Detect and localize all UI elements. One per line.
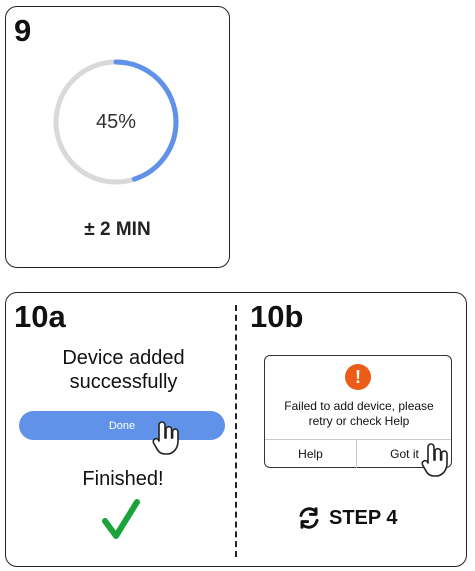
step-10a-label: 10a (14, 299, 66, 334)
progress-indicator: 45% (51, 57, 181, 187)
done-button[interactable]: Done (19, 411, 225, 440)
dialog-divider (265, 439, 451, 440)
step-9-label: 9 (14, 13, 32, 48)
check-icon (102, 499, 140, 539)
step-10-panel: 10a 10b Device added successfully Done F… (5, 292, 467, 567)
success-message: Device added successfully (22, 347, 225, 394)
step-10b-label: 10b (250, 299, 304, 334)
got-it-button[interactable]: Got it (390, 446, 419, 461)
refresh-icon (299, 507, 319, 529)
progress-percent: 45% (95, 110, 137, 133)
error-message: Failed to add device, please retry or ch… (284, 399, 434, 428)
step-4-label: STEP 4 (329, 507, 398, 529)
progress-arc (53, 59, 179, 185)
dialog-button-divider (356, 439, 357, 468)
success-message-line-1: Device added (62, 347, 185, 369)
finished-label: Finished! (82, 468, 164, 490)
alert-icon: ! (345, 364, 371, 390)
dashed-divider (235, 305, 237, 557)
estimated-time: ± 2 MIN (84, 219, 151, 240)
progress-ring (53, 59, 179, 185)
step-4-instruction: STEP 4 (296, 504, 398, 532)
step-9-panel: 9 45% ± 2 MIN (5, 6, 230, 268)
help-button[interactable]: Help (298, 446, 323, 461)
success-message-line-2: successfully (69, 370, 178, 393)
error-dialog: ! Failed to add device, please retry or … (264, 355, 452, 468)
